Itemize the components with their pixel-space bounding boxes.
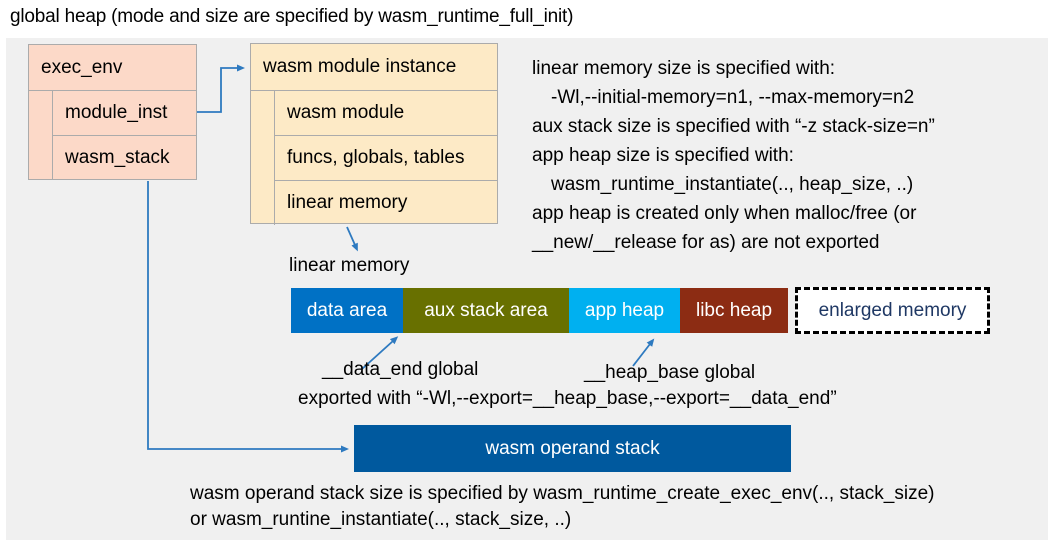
segment-aux-stack-area: aux stack area <box>403 288 569 333</box>
wasm-module-instance-box: wasm module instance wasm module funcs, … <box>250 43 498 225</box>
exported-with-label: exported with “-Wl,--export=__heap_base,… <box>298 388 837 409</box>
wasm-module-instance-rows: wasm module funcs, globals, tables linea… <box>274 91 497 225</box>
exec-env-header: exec_env <box>29 45 196 91</box>
segment-app-heap: app heap <box>569 288 680 333</box>
notes-line: -Wl,--initial-memory=n1, --max-memory=n2 <box>551 87 915 108</box>
data-end-global-label: __data_end global <box>322 359 479 380</box>
notes-line: aux stack size is specified with “-z sta… <box>532 116 935 137</box>
exec-env-row-module-inst: module_inst <box>65 102 168 123</box>
notes-line: app heap size is specified with: <box>532 145 794 166</box>
heap-base-global-label: __heap_base global <box>584 362 756 383</box>
exec-env-row-wasm-stack: wasm_stack <box>53 135 196 180</box>
memory-size-notes: linear memory size is specified with: -W… <box>532 54 1046 257</box>
wasm-operand-stack-bar: wasm operand stack <box>354 425 791 472</box>
notes-line: linear memory size is specified with: <box>532 58 836 79</box>
instance-row-wasm-module: wasm module <box>287 102 405 123</box>
page-title: global heap (mode and size are specified… <box>10 6 574 27</box>
notes-line: wasm_runtime_instantiate(.., heap_size, … <box>551 174 914 195</box>
segment-enlarged-memory: enlarged memory <box>795 287 990 334</box>
notes-line: __new/__release for as) are not exported <box>532 232 880 253</box>
notes-line: app heap is created only when malloc/fre… <box>532 203 917 224</box>
wasm-module-instance-header: wasm module instance <box>251 44 497 91</box>
segment-data-area: data area <box>291 288 403 333</box>
instance-row-linear-memory: linear memory <box>275 180 497 225</box>
operand-stack-note-line2: or wasm_runtine_instantiate(.., stack_si… <box>190 509 572 530</box>
operand-stack-note-line1: wasm operand stack size is specified by … <box>190 483 935 504</box>
exec-env-rows: module_inst wasm_stack <box>52 91 196 180</box>
linear-memory-label: linear memory <box>289 255 410 276</box>
operand-stack-note: wasm operand stack size is specified by … <box>190 481 935 533</box>
segment-libc-heap: libc heap <box>680 288 788 333</box>
instance-row-funcs-globals-tables: funcs, globals, tables <box>275 135 497 180</box>
exec-env-box: exec_env module_inst wasm_stack <box>28 44 197 180</box>
